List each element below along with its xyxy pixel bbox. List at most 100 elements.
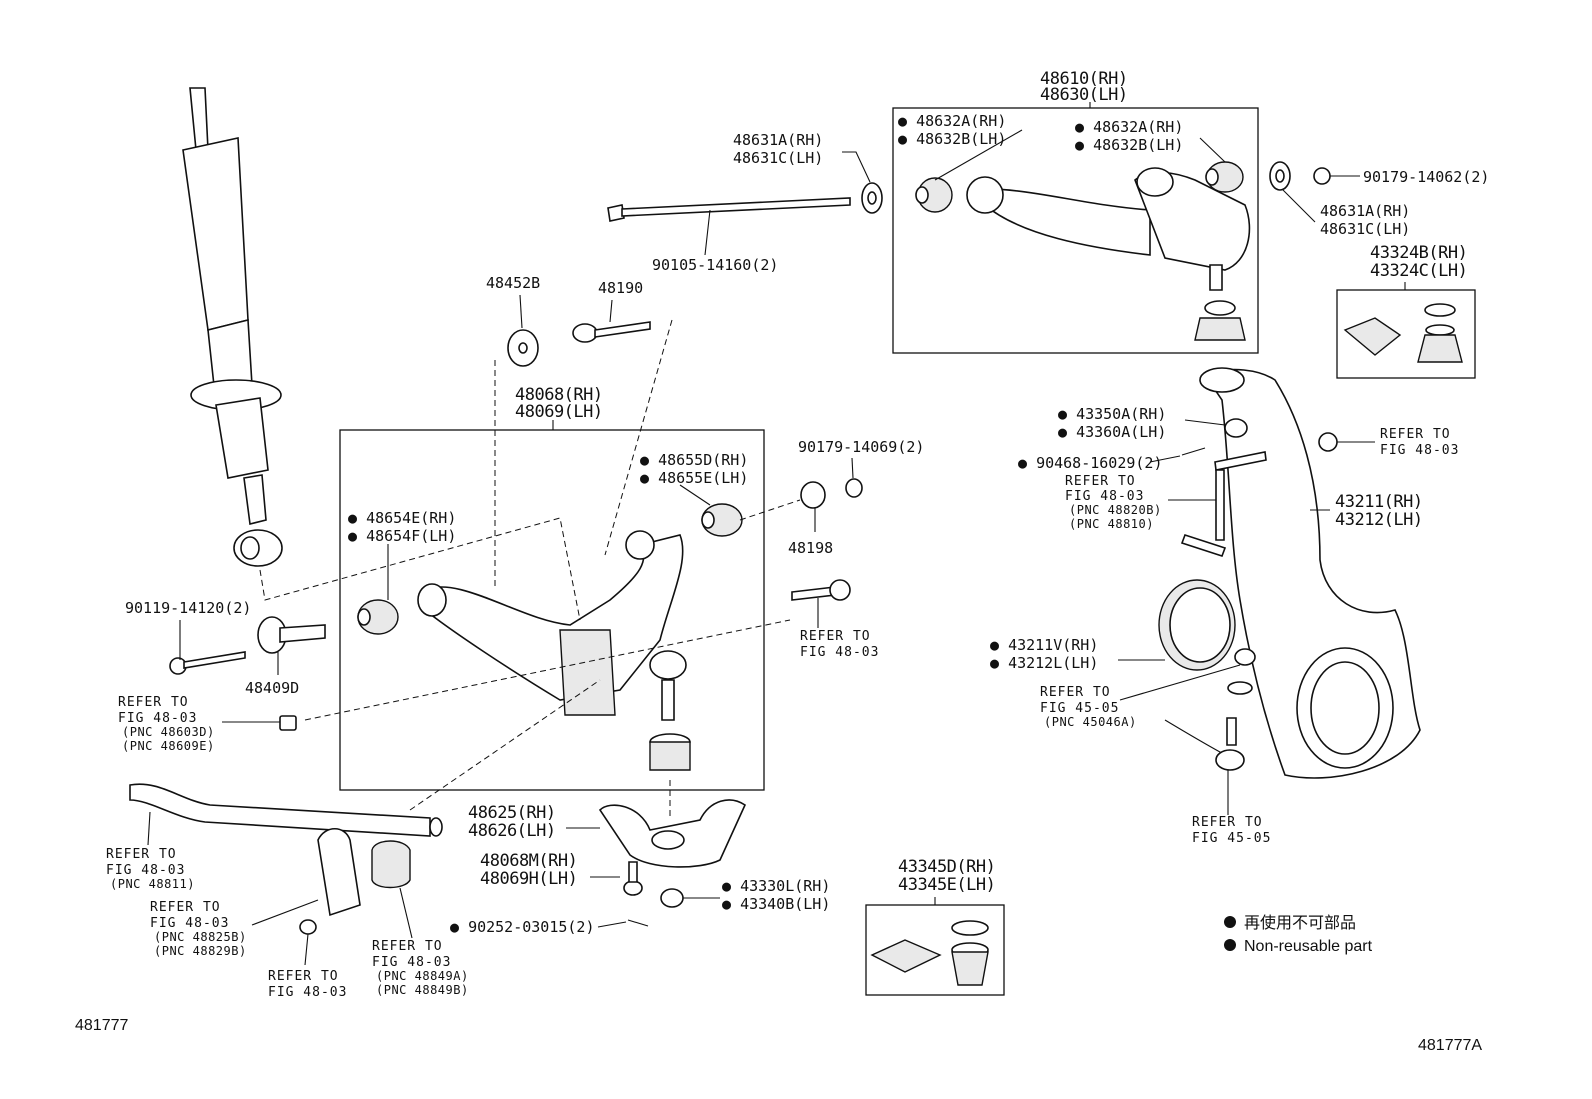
label-oil-seal-lh: ● 43212L(LH) bbox=[990, 654, 1098, 672]
ref-stab-refer: REFER TO bbox=[106, 847, 177, 862]
nut-lower[interactable] bbox=[845, 478, 863, 498]
label-upper-bush-1-lh: ● 48632B(LH) bbox=[898, 130, 1006, 148]
stabilizer-link[interactable] bbox=[1180, 451, 1267, 557]
stabilizer-bar[interactable] bbox=[129, 783, 443, 837]
washer-left[interactable] bbox=[861, 182, 883, 214]
bolt-upper[interactable] bbox=[607, 197, 851, 222]
ref-bush-pnc-2: (PNC 48849B) bbox=[376, 983, 469, 997]
label-washer-right-rh: 48631A(RH) bbox=[1320, 202, 1410, 220]
stabilizer-bracket[interactable] bbox=[317, 827, 361, 917]
shock-absorber[interactable] bbox=[182, 87, 283, 567]
nut-ref-48603d[interactable] bbox=[279, 715, 297, 731]
stabilizer-bush[interactable] bbox=[371, 840, 411, 889]
ref-bracket-fig: FIG 48-03 bbox=[150, 916, 229, 931]
bracket-bolt[interactable] bbox=[299, 919, 317, 935]
lower-boot-kit[interactable] bbox=[870, 920, 989, 986]
label-lower-arm-rh: 48068(RH) bbox=[515, 385, 603, 405]
ref-bracket-refer: REFER TO bbox=[150, 900, 221, 915]
washer-right[interactable] bbox=[1269, 161, 1291, 191]
label-nut-upper: 90179-14062(2) bbox=[1363, 168, 1489, 186]
diagram-id-alt: 481777A bbox=[1418, 1037, 1482, 1054]
label-cam-washer: 48198 bbox=[788, 539, 833, 557]
ref-knuckle-fig: FIG 48-03 bbox=[1380, 443, 1459, 458]
ref-link-pnc-1: (PNC 48820B) bbox=[1069, 503, 1162, 517]
label-lower-bush-front-lh: ● 48654F(LH) bbox=[348, 527, 456, 545]
ref-bolt-small-refer: REFER TO bbox=[268, 969, 339, 984]
label-knuckle-rh: 43211(RH) bbox=[1335, 492, 1423, 512]
bolt-ref-48-03[interactable] bbox=[791, 579, 851, 601]
label-boot-kit-lower-lh: 43345E(LH) bbox=[898, 875, 995, 895]
label-bolt-lower: 90119-14120(2) bbox=[125, 599, 251, 617]
ref-left-pnc-1: (PNC 48603D) bbox=[122, 725, 215, 739]
diagram-id: 481777 bbox=[75, 1017, 128, 1034]
tie-rod-nut[interactable] bbox=[1234, 648, 1256, 666]
knuckle-nut[interactable] bbox=[1224, 418, 1248, 438]
cam-washer[interactable] bbox=[800, 481, 826, 509]
ref-knuckle-refer: REFER TO bbox=[1380, 427, 1451, 442]
label-lower-arm-lh: 48069(LH) bbox=[515, 402, 603, 422]
ref-link-fig: FIG 48-03 bbox=[1065, 489, 1144, 504]
label-knuckle-lh: 43212(LH) bbox=[1335, 510, 1423, 530]
ref-bush-fig: FIG 48-03 bbox=[372, 955, 451, 970]
ball-joint-bolt[interactable] bbox=[623, 861, 643, 896]
upper-ball-joint-boot[interactable] bbox=[1194, 300, 1246, 341]
guide-line-2 bbox=[604, 319, 673, 556]
cam-bolt[interactable] bbox=[572, 321, 651, 343]
oil-seal[interactable] bbox=[1158, 579, 1236, 671]
lower-ball-joint[interactable] bbox=[598, 799, 747, 868]
upper-bush-front[interactable] bbox=[915, 177, 953, 213]
upper-arm[interactable] bbox=[966, 167, 1251, 291]
cam-plate-lower[interactable] bbox=[257, 616, 326, 654]
guide-line-5 bbox=[304, 619, 791, 721]
guide-line-3 bbox=[259, 517, 581, 621]
lower-arm[interactable] bbox=[417, 530, 687, 721]
guide-line-4 bbox=[739, 499, 801, 521]
label-upper-arm-rh: 48610(RH) bbox=[1040, 69, 1128, 89]
label-boot-kit-lower-rh: 43345D(RH) bbox=[898, 857, 995, 877]
ref-bolt-small-fig: FIG 48-03 bbox=[268, 985, 347, 1000]
ref-bracket-pnc-2: (PNC 48829B) bbox=[154, 944, 247, 958]
ref-bush-pnc-1: (PNC 48849A) bbox=[376, 969, 469, 983]
guide-line-6 bbox=[409, 679, 601, 811]
ref-bush-refer: REFER TO bbox=[372, 939, 443, 954]
label-washer-right-lh: 48631C(LH) bbox=[1320, 220, 1410, 238]
cotter-pin-1[interactable] bbox=[1181, 447, 1206, 456]
label-ball-joint-lh: 48626(LH) bbox=[468, 821, 556, 841]
legend-dot-2 bbox=[1224, 939, 1236, 951]
label-boot-kit-upper-lh: 43324C(LH) bbox=[1370, 261, 1467, 281]
ref-stab-pnc: (PNC 48811) bbox=[110, 877, 195, 891]
cotter-pin-2[interactable] bbox=[627, 919, 649, 927]
bolt-lower-left[interactable] bbox=[169, 651, 246, 675]
lower-arm-box bbox=[339, 429, 765, 791]
label-cam-bolt: 48190 bbox=[598, 279, 643, 297]
label-cam-plate-lower: 48409D bbox=[245, 679, 299, 697]
lower-ball-joint-boot[interactable] bbox=[649, 733, 691, 771]
ref-stab-fig: FIG 48-03 bbox=[106, 863, 185, 878]
ref-left-pnc-2: (PNC 48609E) bbox=[122, 739, 215, 753]
ref-link-refer: REFER TO bbox=[1065, 474, 1136, 489]
cam-plate[interactable] bbox=[507, 329, 539, 367]
tie-rod-end[interactable] bbox=[1164, 717, 1245, 771]
lower-bush-front[interactable] bbox=[357, 599, 399, 635]
legend-english: Non-reusable part bbox=[1244, 938, 1373, 955]
ref-link-pnc-2: (PNC 48810) bbox=[1069, 517, 1154, 531]
upper-bush-rear[interactable] bbox=[1205, 161, 1244, 193]
upper-boot-kit[interactable] bbox=[1343, 303, 1463, 363]
label-bolt-ball-joint-rh: 48068M(RH) bbox=[480, 851, 577, 871]
label-ball-joint-rh: 48625(RH) bbox=[468, 803, 556, 823]
nut-upper[interactable] bbox=[1313, 167, 1331, 185]
label-nut-ball-rh: ● 43330L(RH) bbox=[722, 877, 830, 895]
legend-dot-1 bbox=[1224, 916, 1236, 928]
label-oil-seal-rh: ● 43211V(RH) bbox=[990, 636, 1098, 654]
label-bolt-upper: 90105-14160(2) bbox=[652, 256, 778, 274]
upper-boot-kit-box bbox=[1336, 289, 1476, 379]
label-nut-lower: 90179-14069(2) bbox=[798, 438, 924, 456]
ref-tierod-refer: REFER TO bbox=[1192, 815, 1263, 830]
lower-bush-rear[interactable] bbox=[701, 503, 743, 537]
knuckle-bolt-ref[interactable] bbox=[1318, 432, 1338, 452]
ball-nut[interactable] bbox=[660, 888, 684, 908]
label-lower-bush-front-rh: ● 48654E(RH) bbox=[348, 509, 456, 527]
steering-knuckle[interactable] bbox=[1199, 367, 1421, 779]
label-upper-bush-1-rh: ● 48632A(RH) bbox=[898, 112, 1006, 130]
